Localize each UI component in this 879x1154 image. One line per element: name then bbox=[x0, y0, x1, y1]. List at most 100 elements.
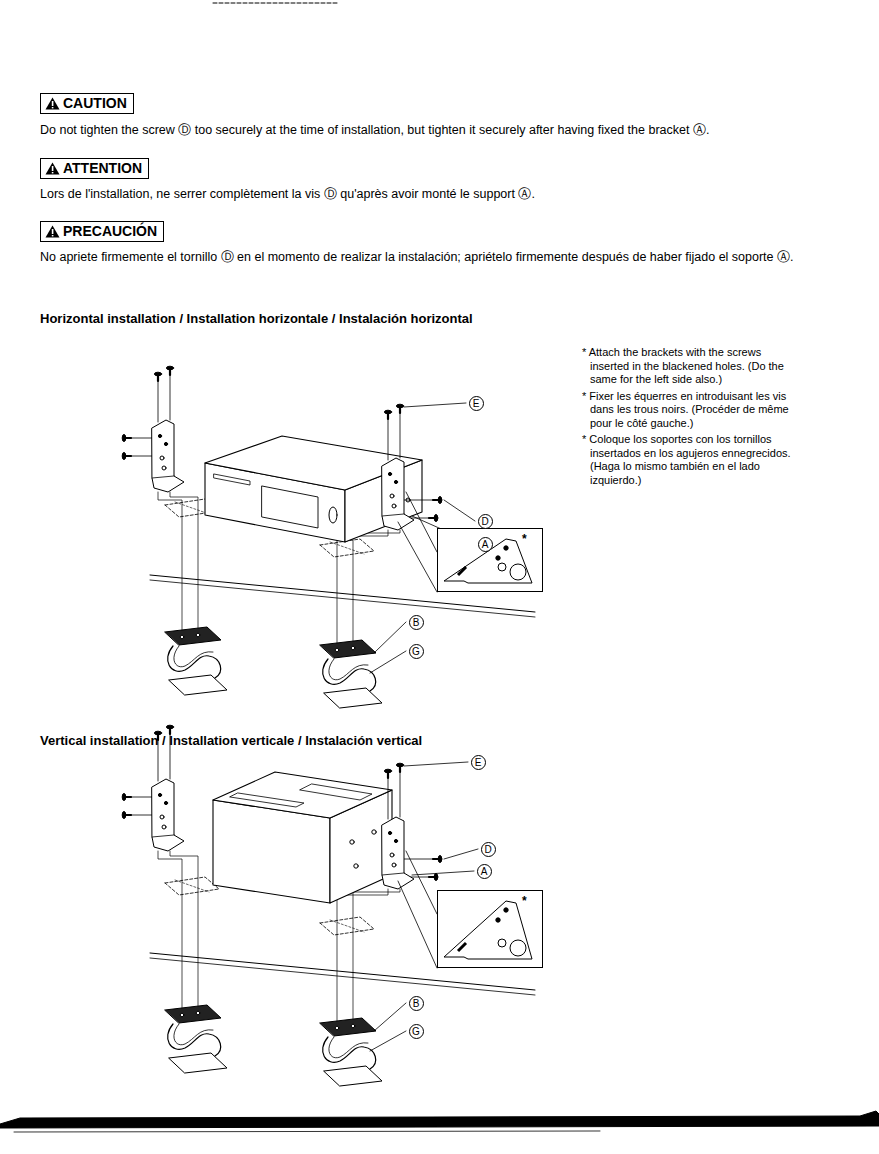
clamp-spring bbox=[329, 1037, 368, 1058]
section-heading: Vertical installation / Installation ver… bbox=[40, 733, 422, 748]
mounting-bracket bbox=[152, 779, 184, 851]
leader-line bbox=[370, 651, 406, 673]
callout-letter: G bbox=[409, 644, 424, 659]
clamp-hole bbox=[351, 1024, 355, 1028]
screw-head bbox=[438, 496, 442, 503]
bracket-hole bbox=[388, 472, 391, 475]
warning-box: ATTENTION bbox=[40, 158, 149, 179]
mounting-bracket bbox=[382, 817, 414, 889]
screw-path bbox=[130, 438, 154, 439]
bracket-hole bbox=[510, 564, 526, 580]
mount-footprint bbox=[175, 502, 209, 514]
screw-head bbox=[122, 793, 126, 800]
screw-path bbox=[158, 380, 159, 422]
note-text: * Coloque los soportes con los tornillos… bbox=[582, 433, 797, 487]
screw-path bbox=[388, 777, 389, 819]
leader-line bbox=[370, 1031, 406, 1051]
callout-letter: B bbox=[409, 615, 424, 630]
leader-line bbox=[404, 762, 468, 766]
bracket-hole bbox=[164, 801, 167, 804]
clamp-spring bbox=[323, 659, 376, 691]
screw-path bbox=[337, 530, 388, 649]
leader-line bbox=[444, 849, 478, 859]
screw-path bbox=[388, 418, 389, 460]
mount-footprint bbox=[330, 920, 364, 932]
blackened-hole bbox=[496, 556, 500, 560]
warning-triangle bbox=[46, 226, 60, 238]
bracket-slot bbox=[458, 943, 466, 951]
bracket-hole bbox=[160, 456, 164, 460]
screw-head bbox=[396, 404, 403, 408]
screw-head bbox=[166, 725, 173, 729]
warning-icon bbox=[45, 225, 60, 238]
callout-letter: D bbox=[478, 514, 493, 529]
side-hole bbox=[350, 840, 354, 844]
warning-triangle bbox=[46, 98, 60, 110]
clamp-plate bbox=[320, 1018, 376, 1036]
mount-footprint bbox=[175, 880, 209, 892]
side-hole bbox=[372, 830, 376, 834]
clamp-spring bbox=[174, 1024, 213, 1045]
warning-mark bbox=[52, 235, 54, 236]
warning-box: CAUTION bbox=[40, 93, 134, 114]
bracket-slot bbox=[458, 567, 466, 575]
side-hole bbox=[354, 864, 358, 868]
mount-footprint bbox=[330, 542, 364, 554]
clamp-spring bbox=[168, 646, 221, 678]
bracket-hole bbox=[394, 839, 397, 842]
warning-mark bbox=[52, 229, 54, 234]
footer-bar bbox=[0, 1111, 879, 1128]
warning-icon bbox=[45, 97, 60, 110]
warning-heading: CAUTION bbox=[63, 95, 127, 112]
top-panel bbox=[300, 784, 372, 800]
clamp-plate bbox=[165, 1005, 221, 1023]
bracket-hole bbox=[162, 466, 166, 470]
bracket-hole bbox=[394, 480, 397, 483]
mounting-bracket bbox=[382, 458, 414, 530]
bracket-hole bbox=[510, 940, 526, 956]
caution-text: Lors de l'installation, ne serrer complè… bbox=[40, 187, 840, 202]
warning-mark bbox=[52, 107, 54, 108]
warning-heading: PRECAUCIÓN bbox=[63, 223, 157, 240]
note-text: * Fixer les équerres en introduisant les… bbox=[582, 390, 797, 431]
bracket-hole bbox=[158, 793, 161, 796]
screw-path bbox=[170, 374, 171, 420]
screw-head bbox=[438, 855, 442, 862]
warning-box: PRECAUCIÓN bbox=[40, 221, 164, 242]
clamp-plate bbox=[165, 627, 221, 645]
screw-path bbox=[158, 851, 182, 1014]
screw-head bbox=[384, 410, 391, 414]
detail-inset: * bbox=[437, 890, 543, 968]
bracket-fold bbox=[382, 514, 404, 516]
callout-letter: B bbox=[409, 996, 424, 1011]
disc-slot bbox=[230, 793, 304, 807]
inset-leader bbox=[398, 522, 437, 592]
bracket-plate bbox=[444, 901, 532, 959]
screw-path bbox=[402, 859, 434, 860]
callout-letter: E bbox=[471, 755, 486, 770]
clamp-foot bbox=[324, 1066, 382, 1086]
blackened-hole bbox=[504, 546, 508, 550]
bracket-hole bbox=[392, 504, 396, 508]
screw-head bbox=[154, 372, 161, 376]
bracket-hole bbox=[158, 434, 161, 437]
clamp-spring bbox=[329, 659, 368, 680]
eject-knob bbox=[329, 507, 337, 523]
bracket-hole bbox=[160, 815, 164, 819]
callout-letter: D bbox=[481, 842, 496, 857]
inset-leader bbox=[406, 492, 437, 552]
warning-mark bbox=[52, 172, 54, 173]
bracket-hole bbox=[498, 563, 506, 571]
leader-line bbox=[374, 1003, 406, 1031]
clamp-hole bbox=[180, 635, 184, 639]
screw-path bbox=[130, 456, 154, 457]
clamp-hole bbox=[335, 648, 339, 652]
caution-text: Do not tighten the screw Ⓓ too securely … bbox=[40, 123, 840, 138]
mounting-bracket bbox=[152, 420, 184, 492]
clamp-spring bbox=[174, 646, 213, 667]
warning-mark bbox=[52, 101, 54, 106]
screw-head bbox=[396, 763, 403, 767]
screw-path bbox=[353, 530, 400, 647]
blackened-hole bbox=[504, 908, 508, 912]
clamp-spring bbox=[323, 1037, 376, 1069]
